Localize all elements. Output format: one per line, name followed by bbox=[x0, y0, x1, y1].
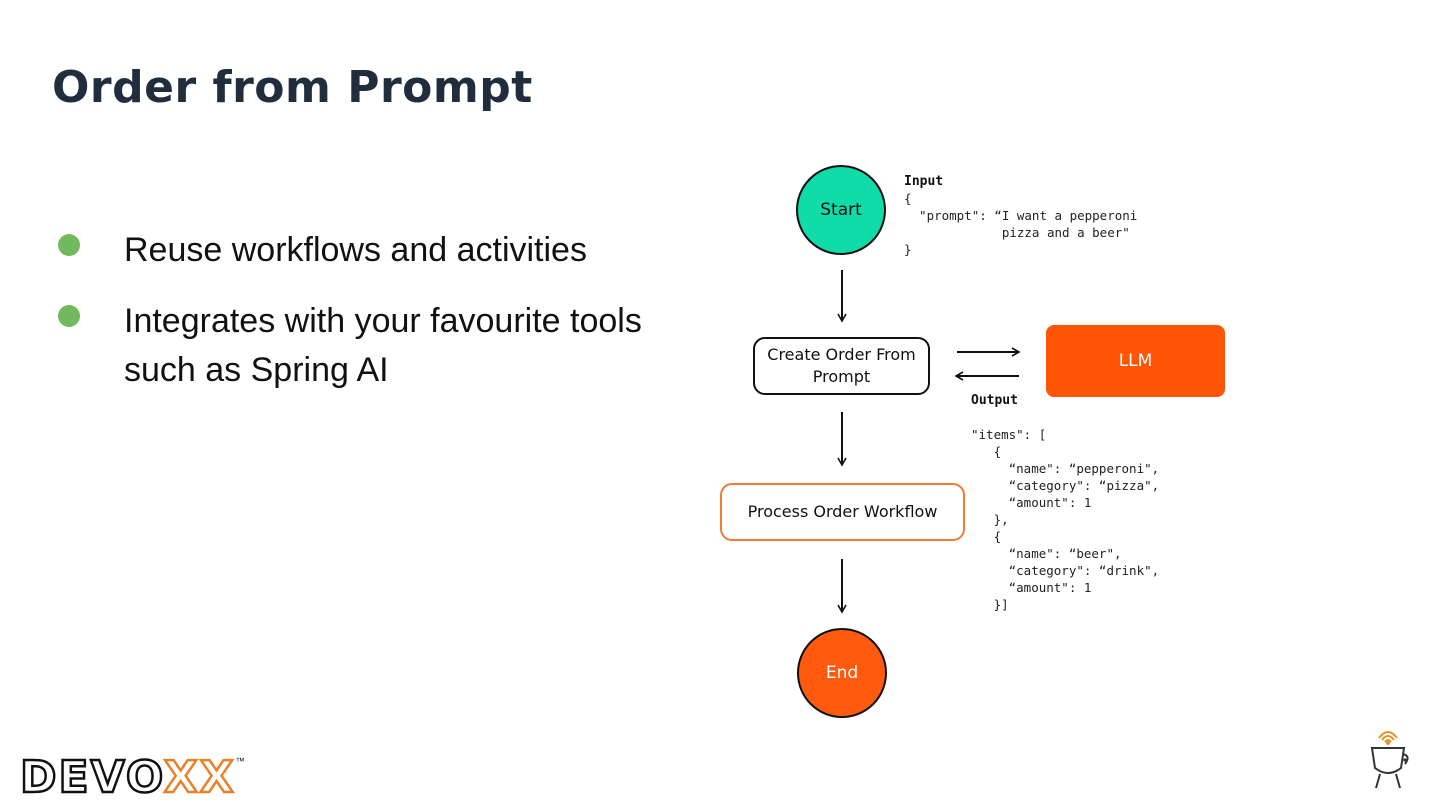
logo-trademark: ™ bbox=[235, 756, 245, 766]
logo-text: DEVO bbox=[19, 751, 164, 805]
output-code: "items": [ { “name": “pepperoni", “categ… bbox=[971, 427, 1160, 612]
end-node: End bbox=[797, 628, 887, 718]
llm-node: LLM bbox=[1046, 325, 1225, 397]
devoxx-logo: DEVOXX™ bbox=[19, 751, 245, 805]
input-label: Input bbox=[904, 174, 944, 189]
coffee-cup-mascot-icon bbox=[1370, 731, 1409, 789]
start-node: Start bbox=[796, 165, 886, 255]
bullet-list: Reuse workflows and activities Integrate… bbox=[56, 226, 716, 417]
bullet-dot-icon bbox=[58, 305, 80, 327]
logo-text-x: XX bbox=[162, 751, 236, 805]
process-order-node: Process Order Workflow bbox=[720, 483, 965, 541]
bullet-item: Integrates with your favourite tools suc… bbox=[56, 297, 716, 395]
slide-title: Order from Prompt bbox=[52, 62, 533, 113]
output-label: Output bbox=[971, 393, 1018, 408]
bullet-dot-icon bbox=[58, 234, 80, 256]
input-code: { "prompt": “I want a pepperoni pizza an… bbox=[904, 191, 1138, 257]
bullet-text: Integrates with your favourite tools suc… bbox=[124, 302, 642, 389]
bullet-item: Reuse workflows and activities bbox=[56, 226, 716, 275]
create-order-node: Create Order From Prompt bbox=[753, 337, 930, 395]
bullet-text: Reuse workflows and activities bbox=[124, 231, 587, 269]
